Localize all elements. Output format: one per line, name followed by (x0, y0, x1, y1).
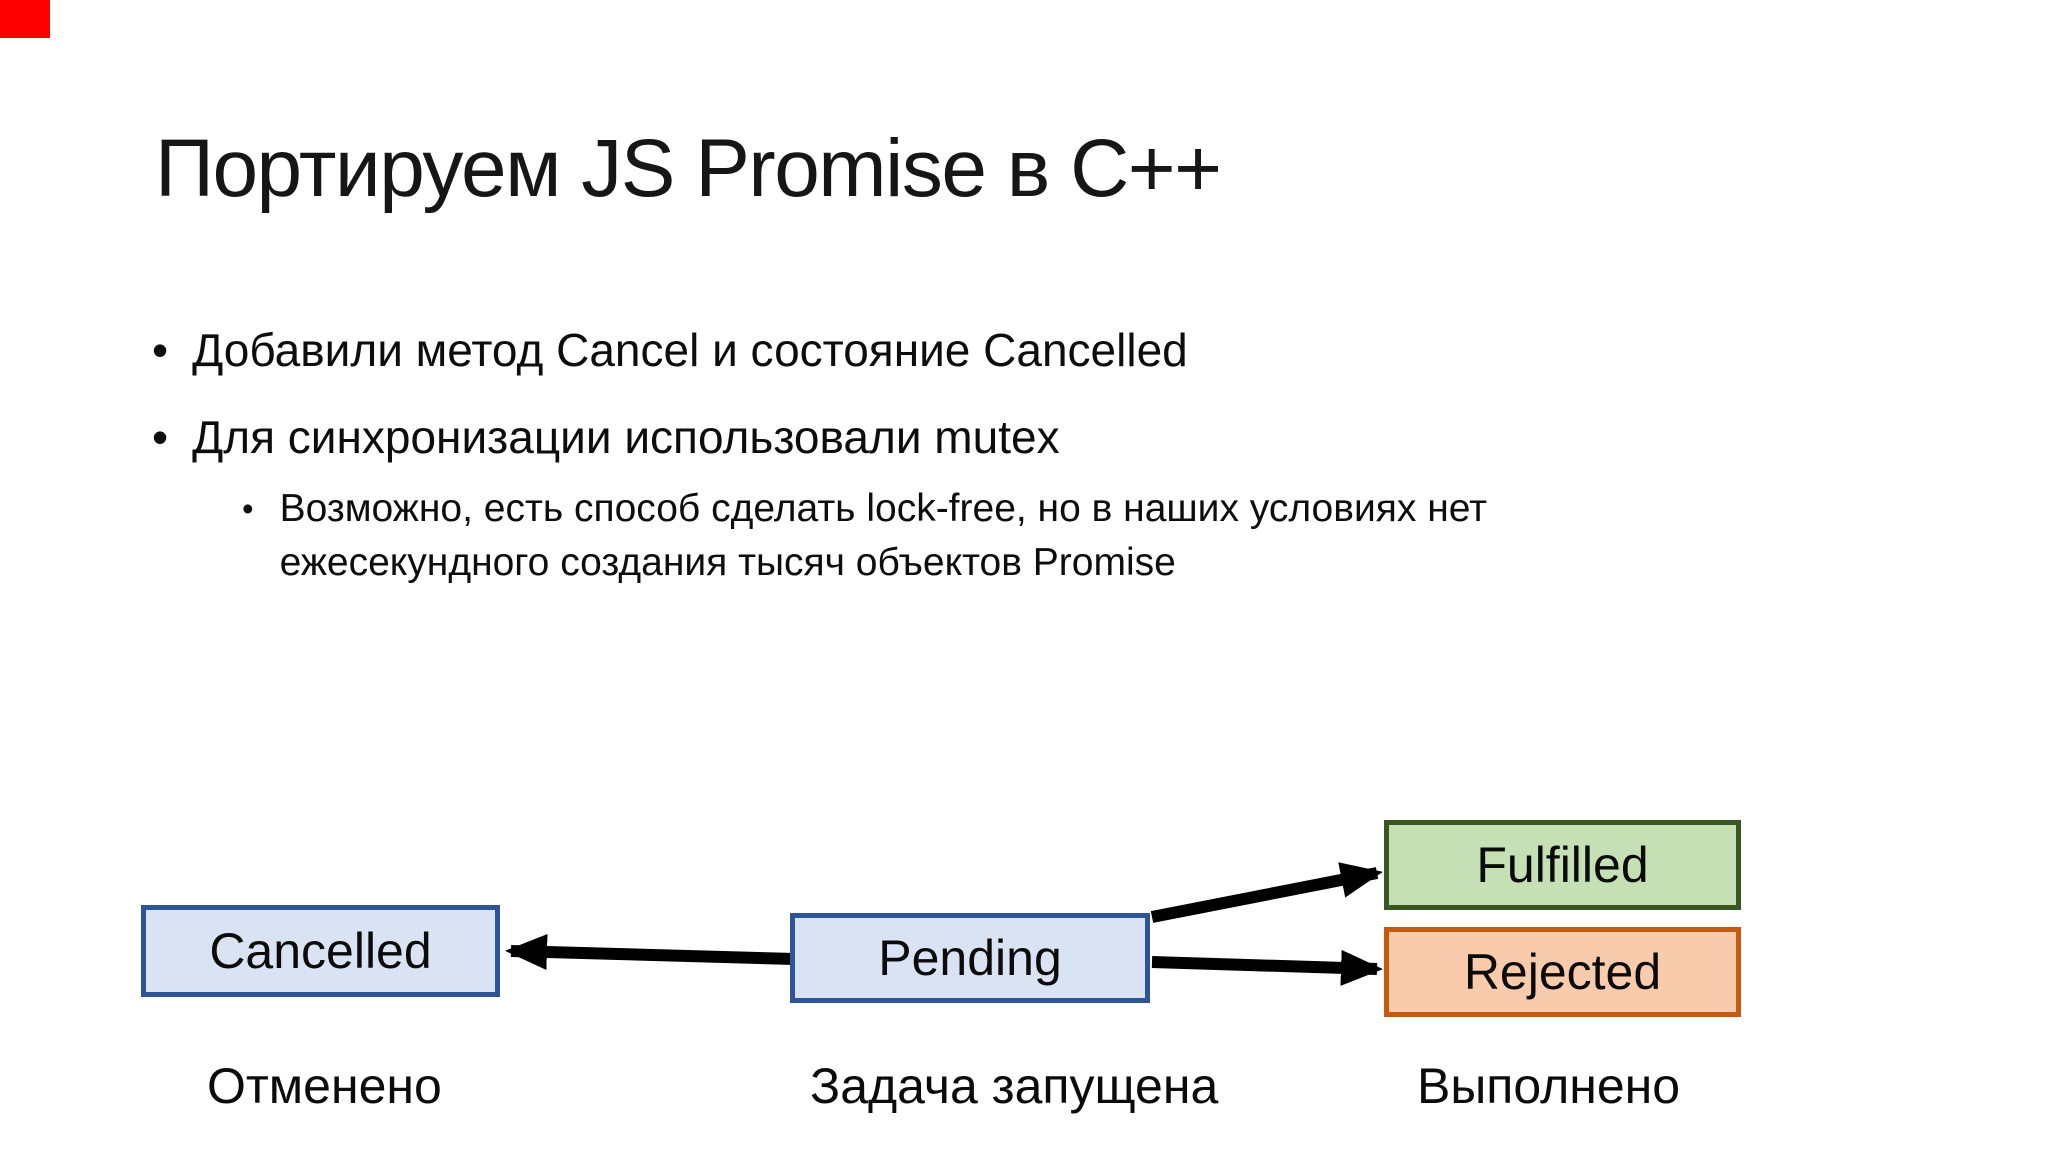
state-box-fulfilled: Fulfilled (1384, 820, 1741, 910)
arrow-pending-to-fulfilled (1150, 862, 1383, 923)
bullet-icon: • (242, 490, 254, 527)
arrow-pending-to-rejected (1151, 949, 1383, 986)
caption-done: Выполнено (1417, 1058, 1681, 1114)
state-label-fulfilled: Fulfilled (1476, 837, 1649, 893)
slide-title: Портируем JS Promise в C++ (155, 123, 1222, 214)
caption-task-started: Задача запущена (810, 1058, 1219, 1114)
bullet-item-2: • Для синхронизации использовали mutex (152, 409, 1060, 465)
state-label-rejected: Rejected (1463, 944, 1662, 1000)
state-label-cancelled: Cancelled (209, 923, 432, 979)
state-box-rejected: Rejected (1384, 927, 1741, 1017)
bullet-text-1: Добавили метод Cancel и состояние Cancel… (192, 324, 1188, 376)
bullet-text-2: Для синхронизации использовали mutex (192, 411, 1060, 463)
caption-cancelled: Отменено (207, 1058, 442, 1114)
state-box-pending: Pending (790, 913, 1150, 1003)
bullet-icon: • (152, 411, 169, 463)
bullet-item-1: • Добавили метод Cancel и состояние Canc… (152, 322, 1188, 378)
state-label-pending: Pending (878, 930, 1062, 986)
bullet-icon: • (152, 324, 169, 376)
state-box-cancelled: Cancelled (141, 905, 500, 997)
arrow-pending-to-cancelled (505, 934, 796, 971)
red-corner-badge (0, 0, 50, 38)
sub-bullet-item-1: • Возможно, есть способ сделать lock-fre… (242, 482, 1740, 590)
sub-bullet-text-1: Возможно, есть способ сделать lock-free,… (279, 487, 1488, 584)
